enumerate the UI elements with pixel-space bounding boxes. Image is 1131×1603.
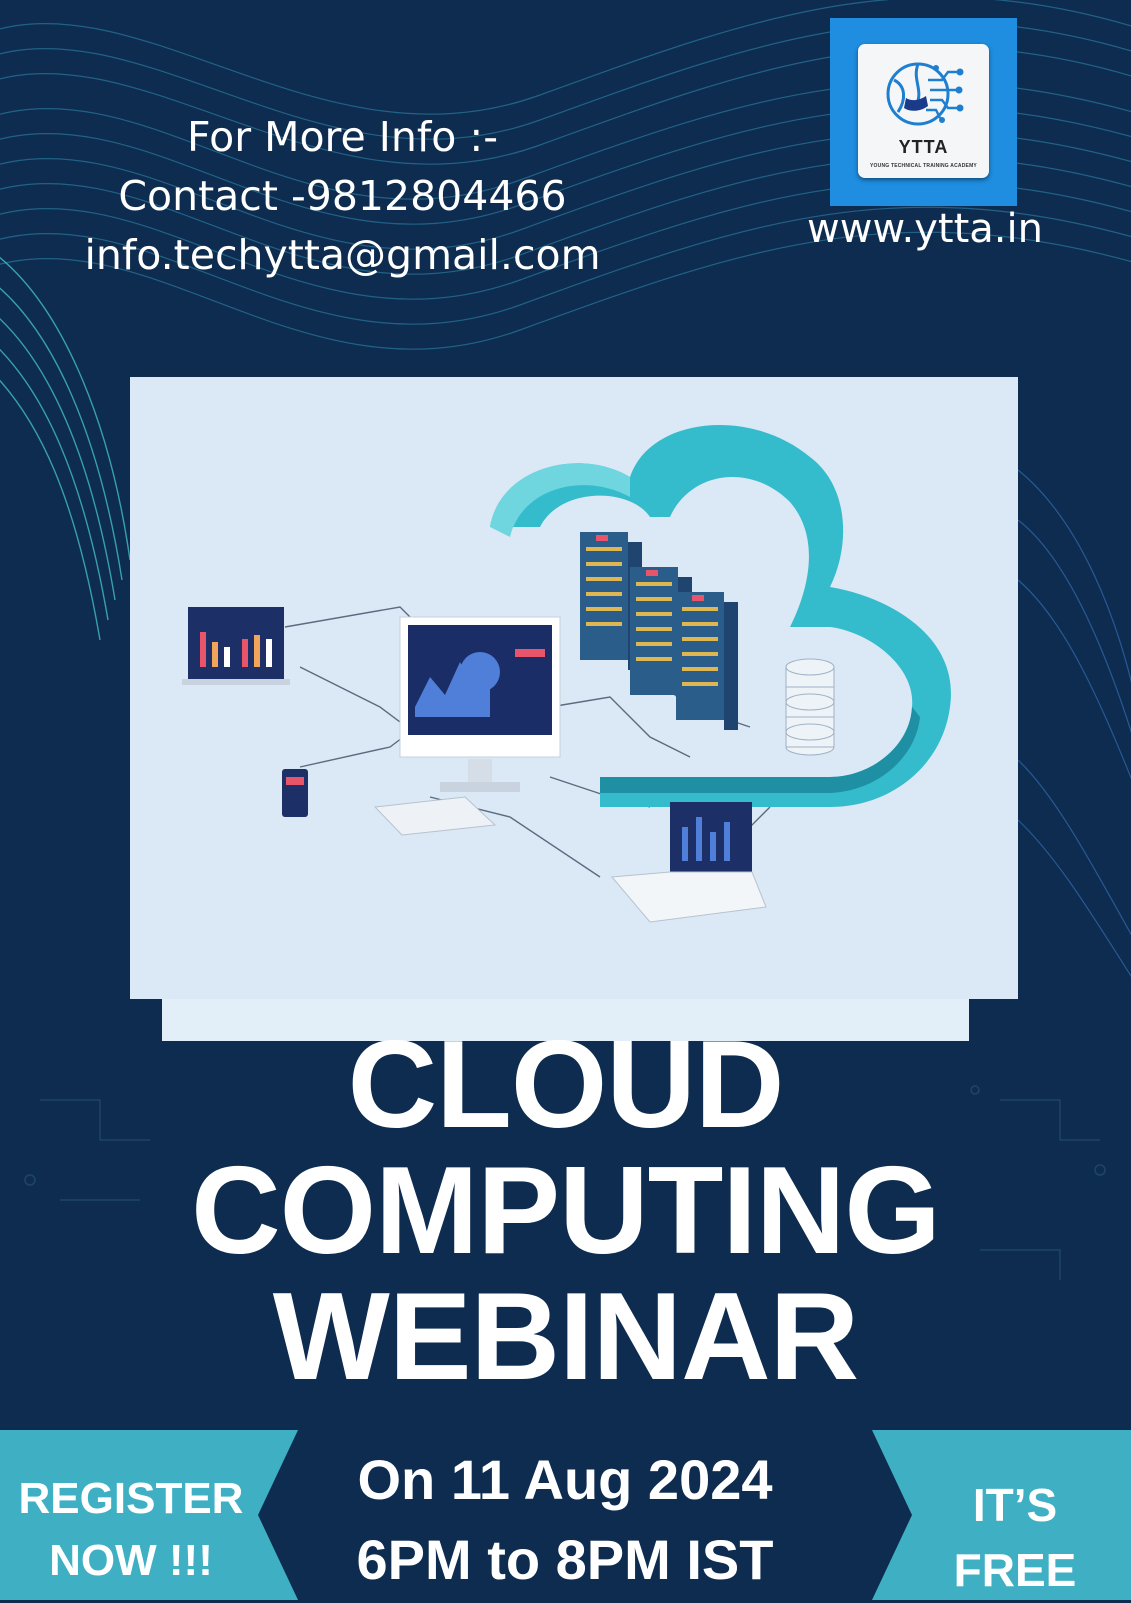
contact-heading: For More Info :-: [186, 113, 498, 161]
logo-name: YTTA: [898, 137, 949, 157]
website-link[interactable]: www.ytta.in: [807, 206, 1043, 252]
free-line2: FREE: [953, 1544, 1077, 1596]
contact-info: For More Info :- Contact -9812804466 inf…: [60, 108, 625, 285]
title-line-webinar: WEBINAR: [272, 1268, 859, 1406]
globe-circuit-icon: [886, 62, 964, 126]
cloud-computing-illustration: [182, 424, 951, 923]
title-line-cloud: CLOUD: [347, 1016, 785, 1154]
ytta-logo: YTTA YOUNG TECHNICAL TRAINING ACADEMY: [830, 18, 1017, 206]
contact-email[interactable]: info.techytta@gmail.com: [84, 231, 601, 279]
logo-subtitle: YOUNG TECHNICAL TRAINING ACADEMY: [870, 163, 977, 169]
event-time: 6PM to 8PM IST: [356, 1528, 774, 1591]
title-line-computing: COMPUTING: [191, 1142, 941, 1280]
webinar-title: CLOUD COMPUTING WEBINAR: [0, 1022, 1131, 1400]
event-datetime: On 11 Aug 2024 6PM to 8PM IST: [300, 1440, 830, 1600]
illustration-panel: [130, 377, 1018, 999]
register-now-button[interactable]: REGISTER NOW !!!: [0, 1468, 262, 1592]
footer-banner: [0, 1430, 1131, 1600]
register-line1: REGISTER: [18, 1474, 244, 1523]
event-date: On 11 Aug 2024: [357, 1448, 773, 1511]
free-line1: IT’S: [972, 1479, 1058, 1531]
illustration-underlay: [162, 996, 969, 1041]
free-badge: IT’S FREE: [930, 1473, 1100, 1603]
register-line2: NOW !!!: [49, 1536, 213, 1585]
contact-phone[interactable]: Contact -9812804466: [118, 172, 567, 220]
logo-card: YTTA YOUNG TECHNICAL TRAINING ACADEMY: [858, 44, 989, 178]
